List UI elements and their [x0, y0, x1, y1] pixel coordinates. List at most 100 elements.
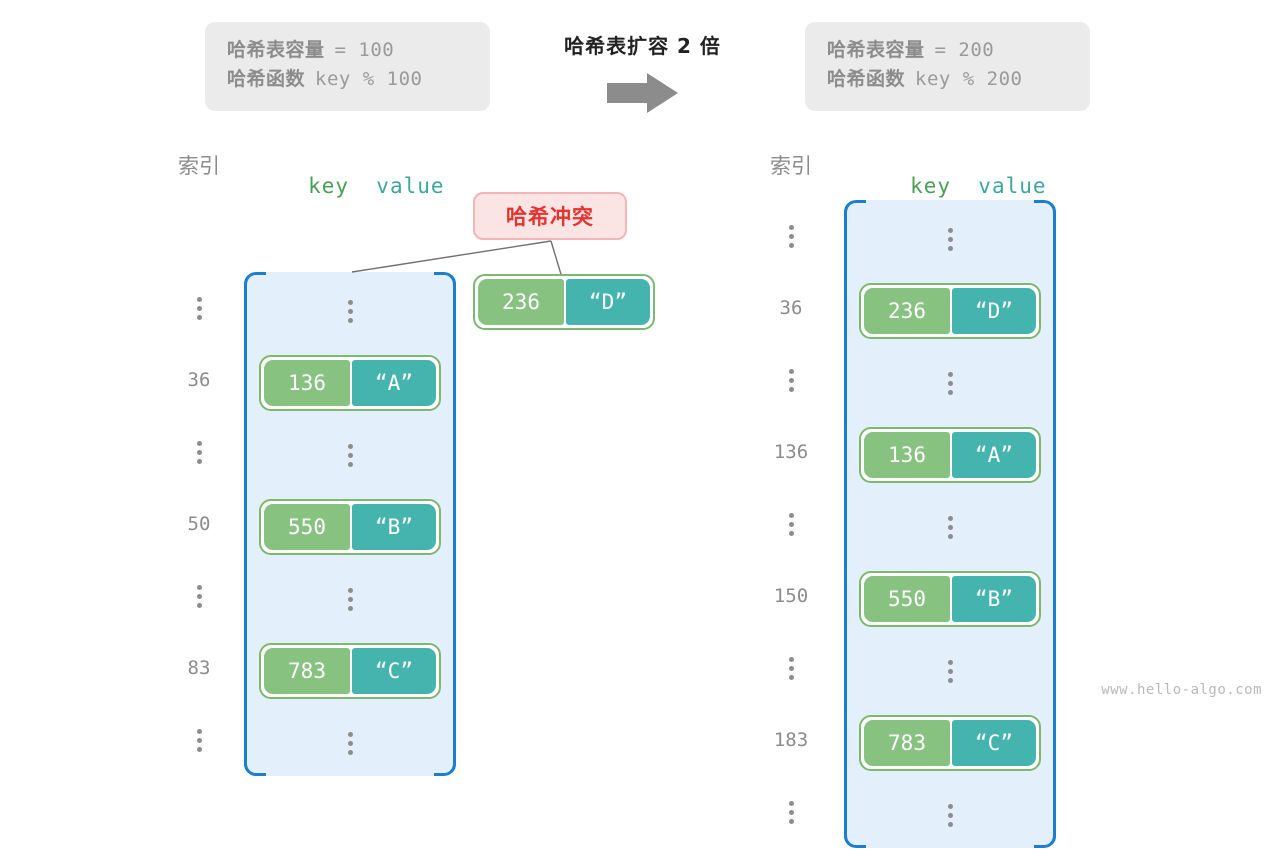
bucket-empty [847, 491, 1053, 563]
ellipsis-icon [347, 587, 353, 611]
function-value: key % 100 [315, 68, 423, 91]
entry-key: 136 [864, 432, 950, 478]
ellipsis-icon [788, 800, 794, 824]
entry-value: “A” [952, 432, 1036, 478]
capacity-value: = 200 [934, 39, 995, 61]
ellipsis-icon [947, 227, 953, 251]
kv-header-left: key value [242, 150, 456, 222]
ellipsis-icon [347, 299, 353, 323]
index-column-left: 36 50 83 [160, 272, 238, 776]
function-line-after: 哈希函数 key % 200 [827, 65, 1068, 94]
transition-arrow-wrap [530, 72, 755, 114]
ellipsis-icon [788, 512, 794, 536]
kv-header-right: key value [844, 150, 1058, 222]
diagram-canvas: 哈希表容量 = 100 哈希函数 key % 100 哈希表扩容 2 倍 哈希表… [0, 0, 1280, 720]
entry-value: “B” [352, 504, 436, 550]
bucket-empty [247, 419, 453, 491]
key-header-right: key [910, 174, 951, 198]
value-header-left: value [376, 174, 445, 198]
index-label [752, 632, 830, 704]
entry-pair: 550“B” [859, 571, 1041, 627]
index-label: 50 [187, 513, 211, 535]
bucket-empty [247, 563, 453, 635]
bucket-empty [847, 347, 1053, 419]
bucket-entry: 136“A” [247, 347, 453, 419]
index-header-right: 索引 [770, 154, 812, 178]
ellipsis-icon [788, 224, 794, 248]
bucket-entry: 550“B” [847, 563, 1053, 635]
bucket-entry: 783“C” [247, 635, 453, 707]
bucket-empty [847, 203, 1053, 275]
function-label: 哈希函数 [827, 68, 906, 91]
function-label: 哈希函数 [227, 68, 306, 91]
index-label [160, 272, 238, 344]
entry-value: “A” [352, 360, 436, 406]
index-label [160, 560, 238, 632]
index-label: 150 [773, 585, 809, 607]
bucket-rows-right: 236“D” 136“A” 550“B” 783“C” [847, 203, 1053, 845]
entry-value: “B” [952, 576, 1036, 622]
entry-pair: 783“C” [259, 643, 441, 699]
collision-badge: 哈希冲突 [473, 192, 627, 240]
bucket-empty [847, 779, 1053, 851]
entry-pair: 783“C” [859, 715, 1041, 771]
ellipsis-icon [947, 803, 953, 827]
index-label [752, 200, 830, 272]
ellipsis-icon [947, 515, 953, 539]
entry-value: “D” [952, 288, 1036, 334]
index-label: 36 [187, 369, 211, 391]
entry-key: 550 [864, 576, 950, 622]
ellipsis-icon [196, 440, 202, 464]
capacity-line-before: 哈希表容量 = 100 [227, 36, 468, 65]
info-box-before: 哈希表容量 = 100 哈希函数 key % 100 [205, 22, 490, 111]
right-arrow-icon [606, 73, 678, 113]
capacity-label: 哈希表容量 [827, 39, 925, 61]
index-header-left: 索引 [178, 154, 220, 178]
index-label: 36 [779, 297, 803, 319]
bucket-entry: 236“D” [847, 275, 1053, 347]
entry-value: “D” [566, 279, 650, 325]
ellipsis-icon [196, 296, 202, 320]
index-label: 183 [773, 729, 809, 751]
ellipsis-icon [347, 731, 353, 755]
bucket-frame-right: 236“D” 136“A” 550“B” 783“C” [844, 200, 1056, 848]
ellipsis-icon [196, 728, 202, 752]
entry-pair: 136“A” [259, 355, 441, 411]
index-label [752, 776, 830, 848]
ellipsis-icon [788, 368, 794, 392]
entry-key: 236 [478, 279, 564, 325]
bucket-empty [247, 275, 453, 347]
entry-value: “C” [952, 720, 1036, 766]
entry-pair: 236 “D” [473, 274, 655, 330]
index-label [160, 704, 238, 776]
index-label [752, 488, 830, 560]
ellipsis-icon [947, 371, 953, 395]
ellipsis-icon [347, 443, 353, 467]
entry-key: 783 [264, 648, 350, 694]
bucket-entry: 550“B” [247, 491, 453, 563]
entry-value: “C” [352, 648, 436, 694]
leader-line-to-left-entry [351, 240, 552, 273]
index-label: 136 [773, 441, 809, 463]
function-value: key % 200 [915, 68, 1023, 91]
entry-pair: 136“A” [859, 427, 1041, 483]
entry-key: 550 [264, 504, 350, 550]
entry-key: 136 [264, 360, 350, 406]
key-header-left: key [308, 174, 349, 198]
entry-key: 236 [864, 288, 950, 334]
index-label: 83 [187, 657, 211, 679]
page-title: 哈希表扩容 2 倍 [564, 34, 721, 58]
capacity-value: = 100 [334, 39, 395, 61]
capacity-label: 哈希表容量 [227, 39, 325, 61]
bucket-entry: 783“C” [847, 707, 1053, 779]
ellipsis-icon [947, 659, 953, 683]
index-label [752, 344, 830, 416]
capacity-line-after: 哈希表容量 = 200 [827, 36, 1068, 65]
entry-key: 783 [864, 720, 950, 766]
bucket-empty [847, 635, 1053, 707]
index-label [160, 416, 238, 488]
bucket-frame-left: 136“A” 550“B” 783“C” [244, 272, 456, 776]
bucket-rows-left: 136“A” 550“B” 783“C” [247, 275, 453, 773]
ellipsis-icon [196, 584, 202, 608]
entry-pair: 236“D” [859, 283, 1041, 339]
